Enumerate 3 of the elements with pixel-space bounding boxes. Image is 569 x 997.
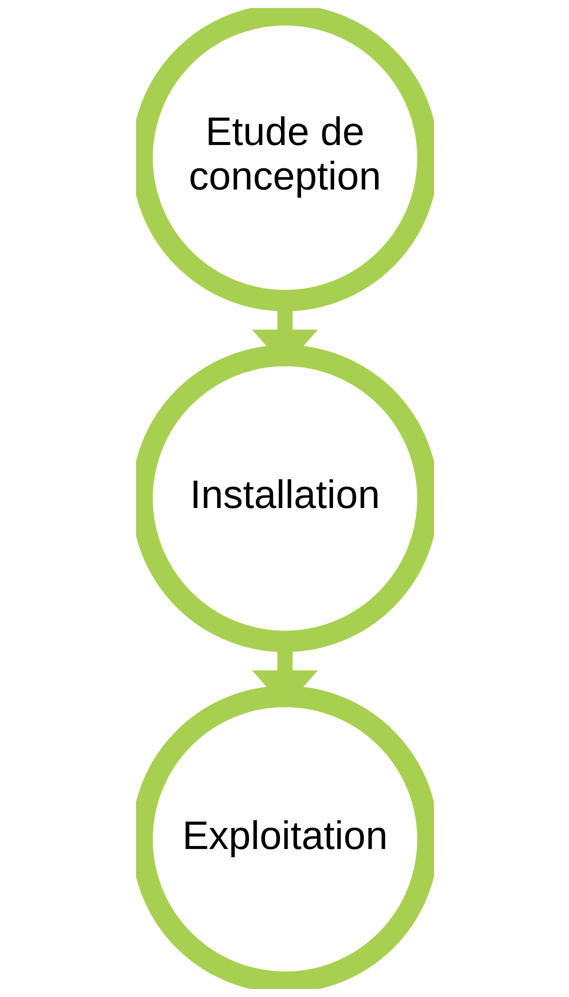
- node-circle: Installation: [136, 344, 434, 652]
- node-circle: Exploitation: [136, 686, 434, 989]
- node-circle: Etude de conception: [136, 8, 434, 312]
